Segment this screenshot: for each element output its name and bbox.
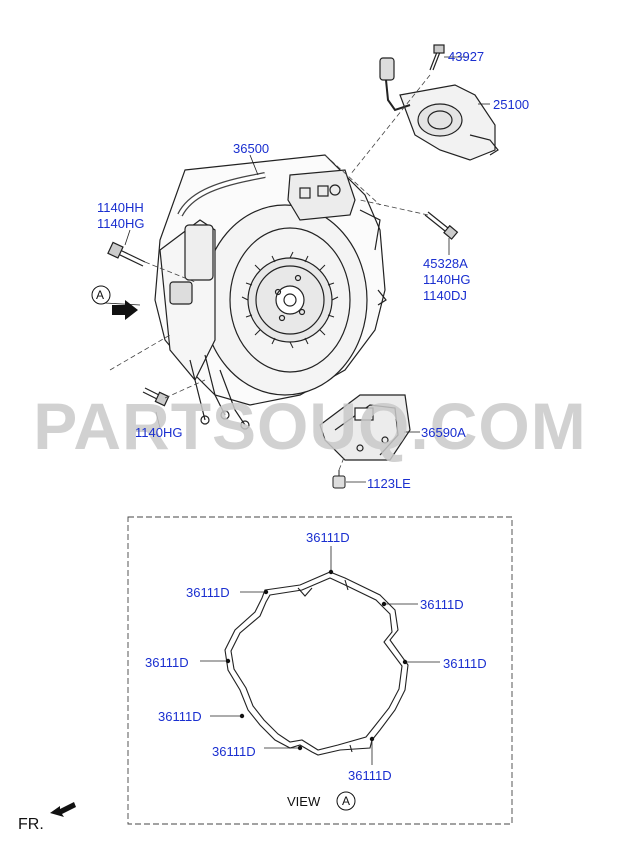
gasket [224, 571, 409, 756]
view-a-frame [127, 516, 513, 825]
part-label-43927[interactable]: 43927 [448, 49, 485, 64]
part-label-1140dj[interactable]: 1140DJ [423, 288, 467, 303]
bolt-1140hg-bottom [142, 387, 170, 407]
watermark: PARTSOUQ.COM [33, 389, 587, 463]
part-label-25100[interactable]: 25100 [493, 97, 530, 112]
bracket-36590a [319, 394, 411, 461]
part-label-45328a[interactable]: 45328A [423, 256, 468, 271]
arrow-marker-letter: A [96, 288, 105, 302]
sensor-assembly [379, 44, 499, 161]
part-label-1140hh[interactable]: 1140HH [97, 200, 144, 215]
bolt-1123le [332, 470, 346, 489]
part-label-1123le[interactable]: 1123LE [367, 476, 411, 491]
view-label: VIEW [287, 794, 321, 809]
view-marker-letter: A [342, 794, 351, 808]
gasket-label-bottom-right[interactable]: 36111D [348, 768, 392, 783]
dashed-lines-upper [109, 74, 431, 471]
gasket-callout-dots [225, 569, 408, 751]
gasket-label-upper-left[interactable]: 36111D [186, 585, 230, 600]
gasket-label-lower-left[interactable]: 36111D [158, 709, 202, 724]
part-label-1140hg-top[interactable]: 1140HG [97, 216, 145, 231]
front-label: FR. [18, 816, 44, 833]
view-direction-arrow [91, 285, 138, 320]
gasket-label-left[interactable]: 36111D [145, 655, 189, 670]
part-label-1140hg-right[interactable]: 1140HG [423, 272, 471, 287]
gasket-label-bottom-left[interactable]: 36111D [212, 744, 256, 759]
part-label-36500[interactable]: 36500 [233, 141, 270, 156]
view-marker-circle [336, 791, 356, 811]
front-arrow [50, 802, 76, 817]
gasket-label-upper-right[interactable]: 36111D [420, 597, 464, 612]
gasket-leader-lines [200, 546, 440, 765]
bolt-45328a [424, 211, 459, 240]
motor-housing [154, 154, 387, 430]
bolt-1140hh [107, 241, 146, 267]
gasket-label-top[interactable]: 36111D [306, 530, 350, 545]
part-label-36590a[interactable]: 36590A [421, 425, 466, 440]
leader-lines-upper [104, 56, 490, 483]
gasket-label-right[interactable]: 36111D [443, 656, 487, 671]
part-label-1140hg-bottom[interactable]: 1140HG [135, 425, 183, 440]
